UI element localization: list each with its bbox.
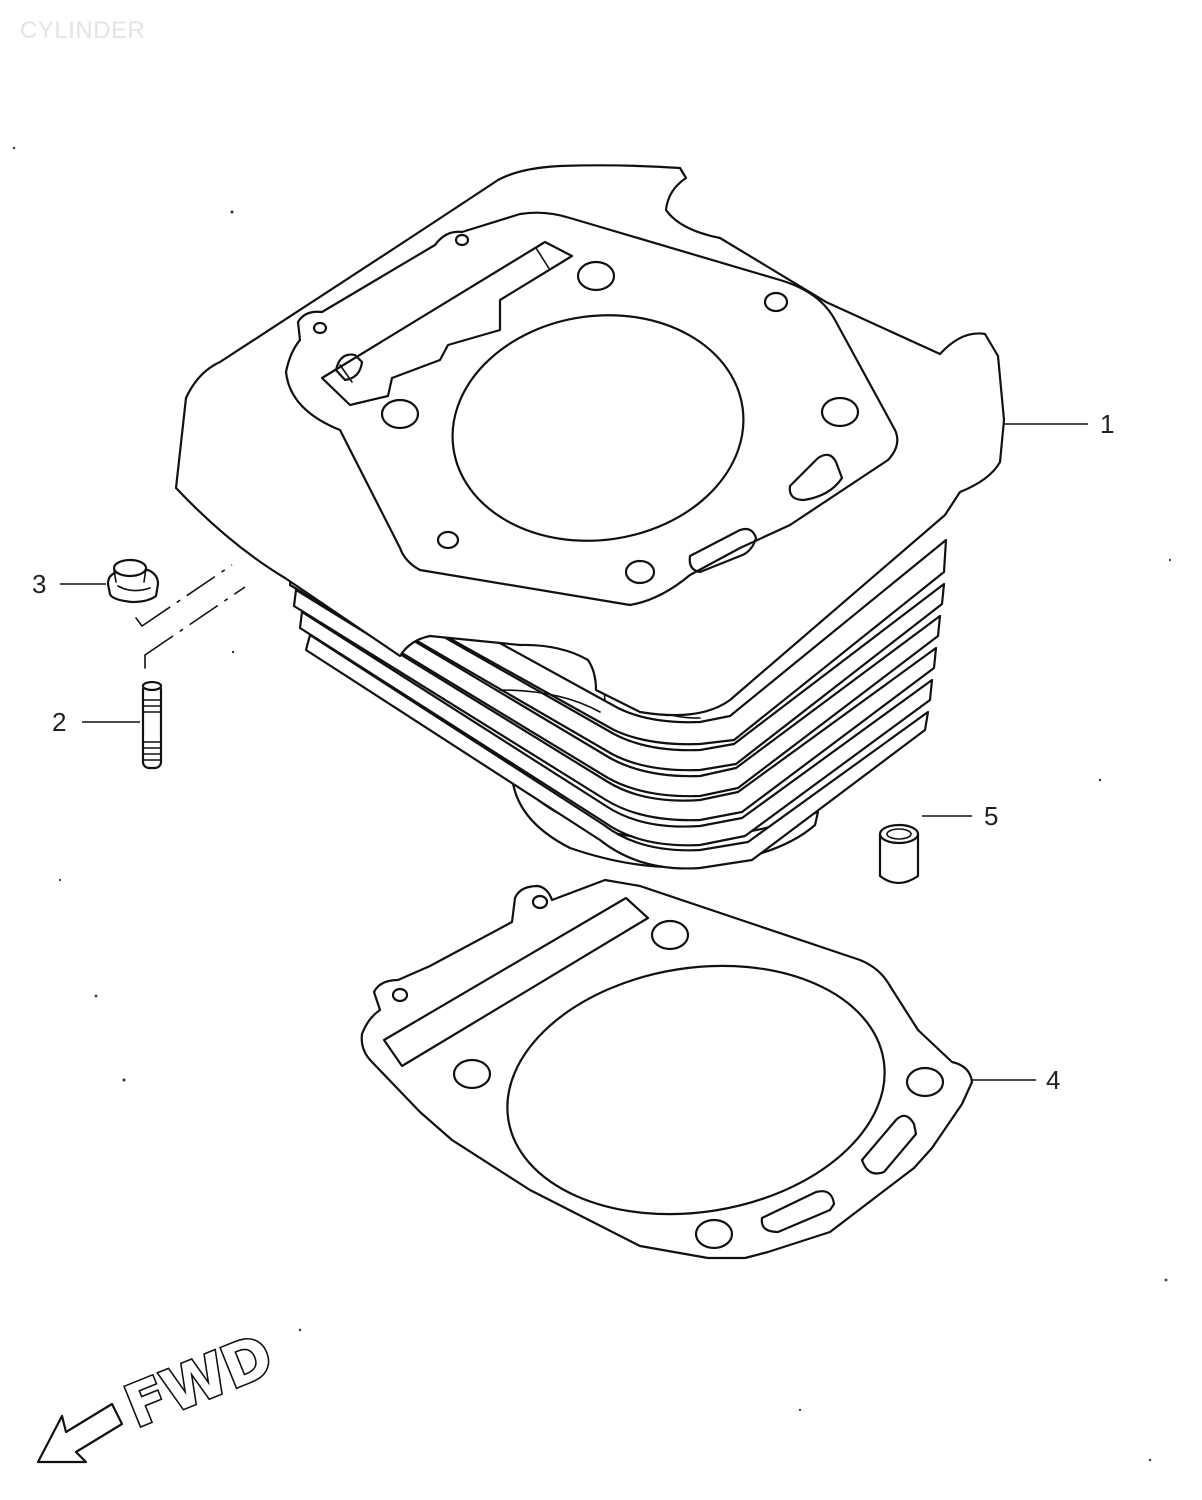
cooling-fin-3 — [288, 566, 942, 798]
gasket-oil-slots — [760, 1114, 918, 1234]
assembly-tick-nut — [135, 617, 143, 627]
cylinder-bore — [451, 314, 745, 542]
cylinder-part — [174, 164, 1006, 870]
cooling-fin-6 — [304, 633, 930, 870]
cylinder-top-deck — [174, 164, 1006, 717]
chain-slot — [334, 353, 364, 382]
forward-direction-indicator: FWD — [36, 1319, 284, 1464]
forward-arrow-icon — [36, 1402, 124, 1464]
dowel-pin-part — [878, 823, 920, 885]
cooling-fin-5 — [298, 610, 934, 847]
head-gasket-face — [284, 211, 899, 607]
scan-noise — [12, 146, 1172, 1462]
cam-chain-tunnel — [320, 240, 574, 407]
assembly-line-stud — [144, 586, 246, 656]
page-title: CYLINDER — [20, 17, 145, 44]
deck-stud-holes — [312, 233, 860, 585]
cooling-fin-1 — [280, 523, 948, 746]
gasket-bore — [506, 964, 886, 1216]
base-gasket-part — [360, 878, 974, 1260]
callout-3: 3 — [32, 569, 46, 599]
cooling-fin-4 — [292, 588, 938, 822]
fwd-label: FWD — [116, 1321, 282, 1441]
gasket-chain-opening — [382, 896, 650, 1068]
nut-part — [106, 558, 160, 604]
deck-oil-slots — [688, 453, 844, 574]
cooling-fin-2 — [284, 546, 946, 772]
callout-2: 2 — [52, 707, 66, 737]
gasket-stud-holes — [391, 894, 945, 1250]
callout-4: 4 — [1046, 1065, 1060, 1095]
callout-1: 1 — [1100, 409, 1114, 439]
assembly-line-nut — [141, 564, 233, 627]
callout-5: 5 — [984, 801, 998, 831]
stud-part — [141, 680, 163, 770]
